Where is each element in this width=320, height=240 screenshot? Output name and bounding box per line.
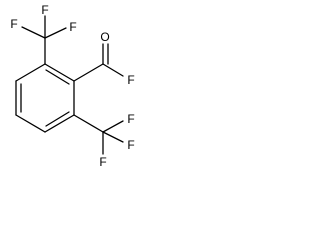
atom-label-f3: F (69, 20, 76, 34)
bond-top-c-f3 (44, 27, 67, 39)
top-cf3-group (21, 15, 67, 65)
ring-bond-c4-c5 (15, 114, 46, 133)
ring-double-bond-inner-2 (45, 111, 70, 127)
ring-bond-c3-c4 (44, 114, 75, 133)
atom-label-f4: F (127, 73, 134, 87)
bond-carbonyl-c-f (102, 63, 124, 77)
bond-top-c-f1 (21, 26, 46, 39)
atom-label-f6: F (127, 138, 134, 152)
benzene-ring (15, 63, 75, 133)
atom-label-f1: F (10, 17, 17, 31)
structure-diagram: F F F O F F F F (10, 3, 134, 169)
bond-bottom-c-f6 (102, 131, 124, 143)
ring-bond-c1-c2 (44, 63, 75, 82)
atom-label-f2: F (41, 3, 48, 17)
atom-label-f5: F (127, 112, 134, 126)
ring-bond-c6-c1 (15, 63, 46, 82)
atom-label-f7: F (99, 155, 106, 169)
bond-ring-to-bottom-cf3 (73, 114, 104, 133)
bottom-cf3-group (73, 114, 124, 155)
bond-bottom-c-f5 (102, 120, 124, 133)
acyl-fluoride-group (73, 43, 124, 82)
ring-double-bond-inner-1 (45, 69, 70, 85)
bond-ring-to-carbonyl (73, 63, 104, 82)
atom-label-o: O (100, 30, 109, 44)
